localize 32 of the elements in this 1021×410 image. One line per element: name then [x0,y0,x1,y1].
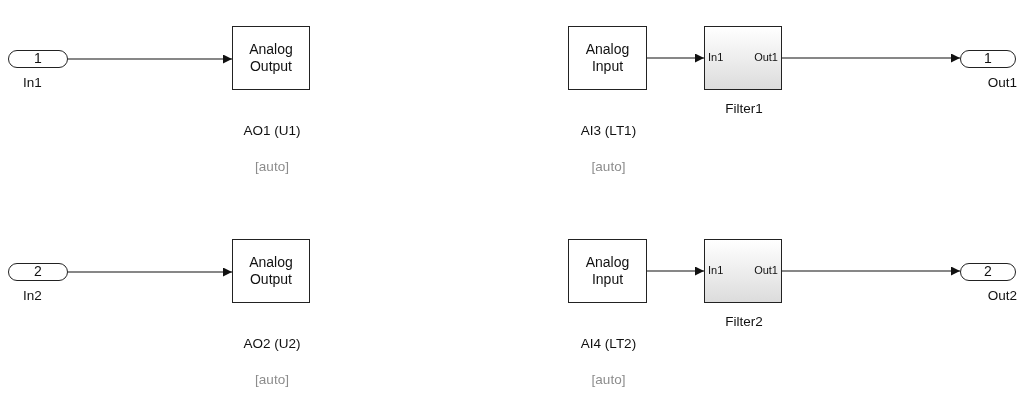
block-label: Analog Input [584,253,631,289]
block-annotation: [auto] [255,372,289,387]
port-label: Out1 [754,51,778,65]
signal-line [781,266,961,276]
port-number: 2 [34,263,42,281]
block-name: AO2 (U2) [243,336,301,351]
port-label: In1 [708,264,724,278]
block-annotation: [auto] [255,159,289,174]
port-number: 1 [984,50,992,68]
signal-line [67,54,233,64]
block-name: Filter1 [725,101,763,116]
signal-line [646,53,705,63]
block-name: Out1 [987,75,1017,90]
port-label: Out1 [754,264,778,278]
port-label: In1 [708,51,724,65]
block-name: AI4 (LT2) [580,336,637,351]
block-name: In1 [23,75,42,90]
block-annotation: [auto] [591,159,626,174]
block-name: AO1 (U1) [243,123,301,138]
signal-line [67,267,233,277]
signal-line [781,53,961,63]
port-number: 1 [34,50,42,68]
port-number: 2 [984,263,992,281]
block-name: AI3 (LT1) [580,123,637,138]
signal-line [646,266,705,276]
block-label: Analog Output [248,40,294,76]
block-annotation: [auto] [591,372,626,387]
block-name: Out2 [987,288,1017,303]
block-label: Analog Input [584,40,631,76]
block-name: In2 [23,288,42,303]
block-name: Filter2 [725,314,763,329]
block-label: Analog Output [248,253,294,289]
